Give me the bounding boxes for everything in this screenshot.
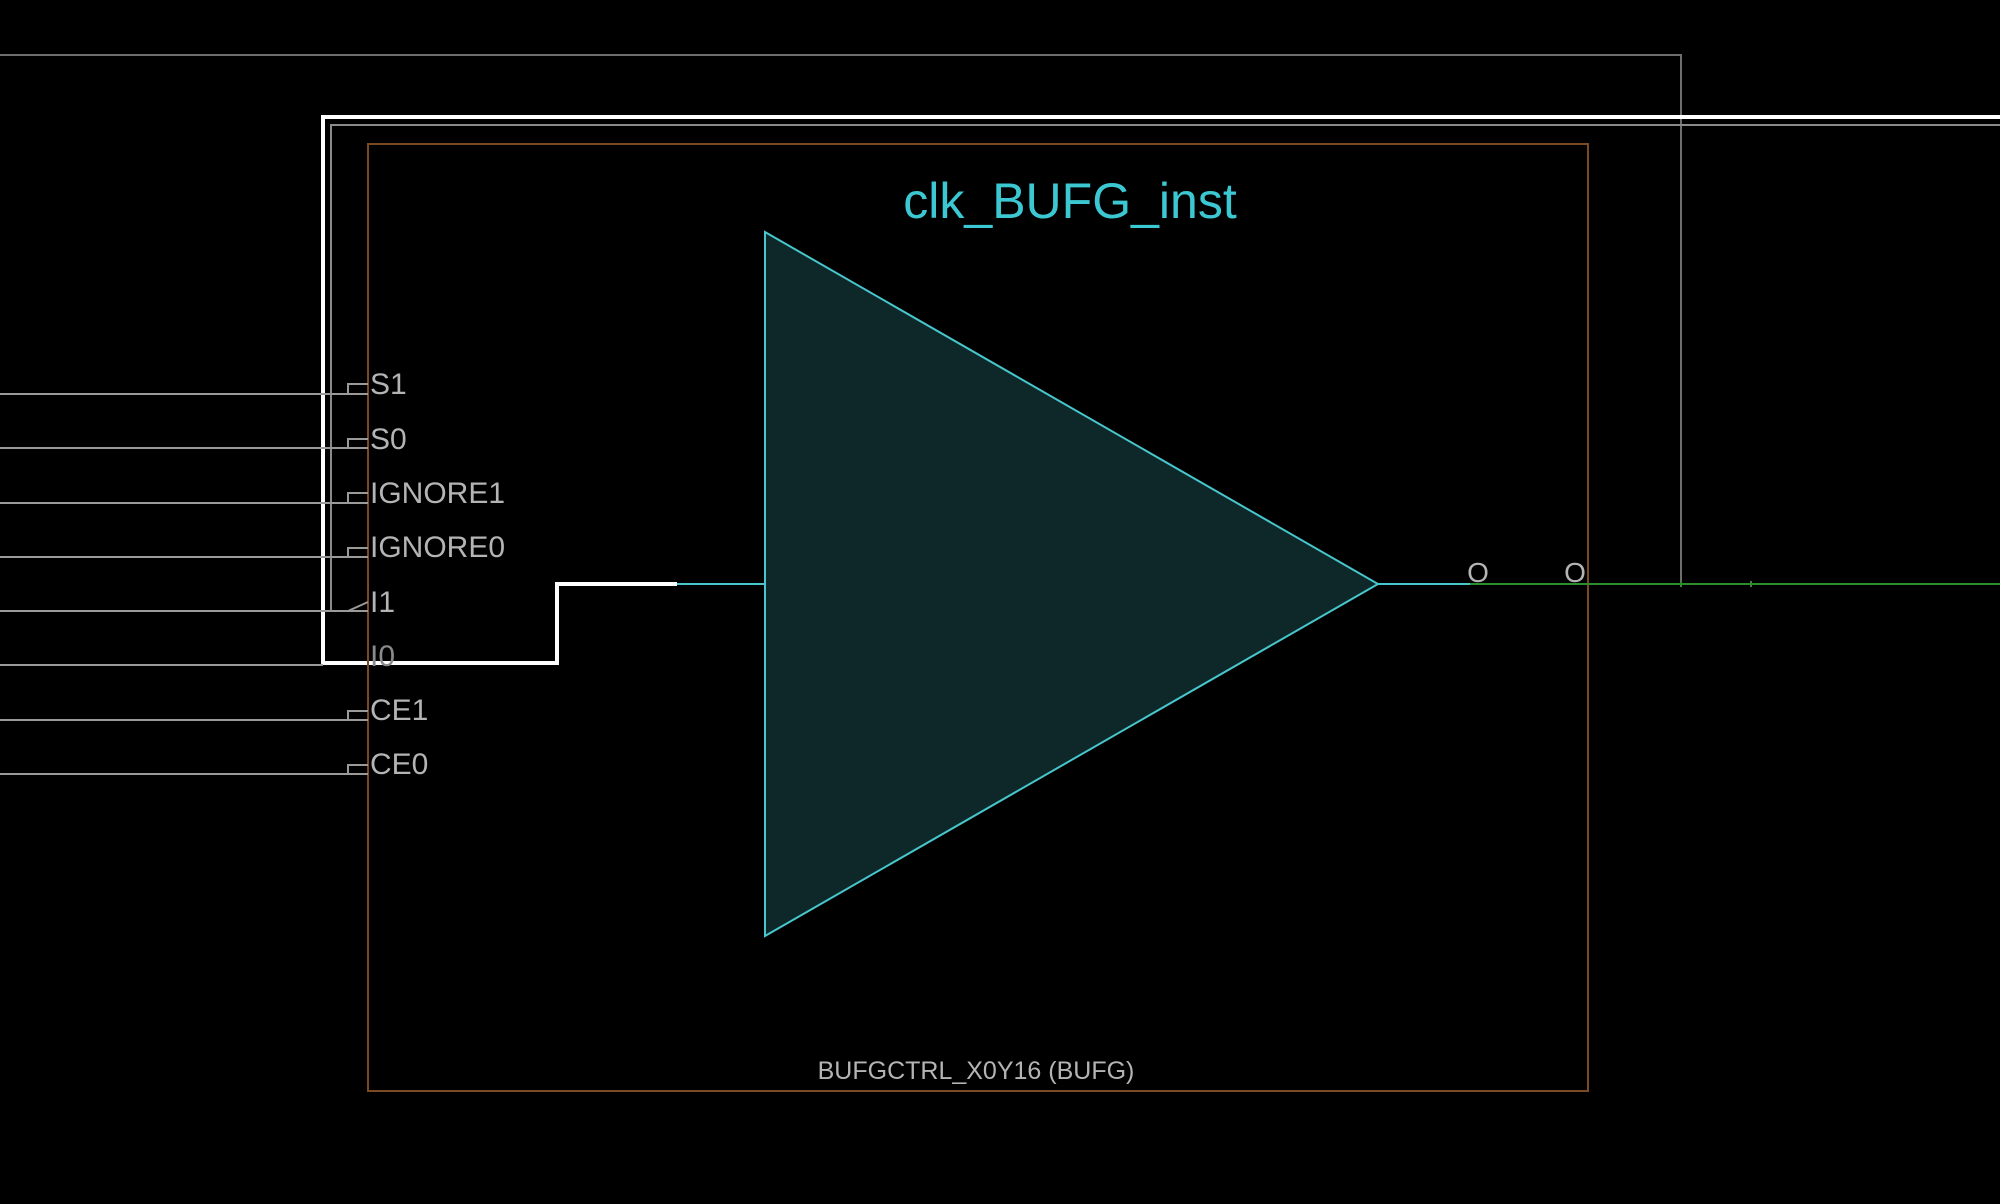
pin-label-s1[interactable]: S1 bbox=[370, 368, 407, 401]
pin-label-i1[interactable]: I1 bbox=[370, 586, 395, 619]
pin-label-i0[interactable]: I0 bbox=[370, 640, 395, 673]
highlighted-net-outer[interactable] bbox=[321, 115, 2000, 665]
buffer-triangle-icon[interactable] bbox=[764, 230, 1381, 938]
wire-i1[interactable] bbox=[0, 601, 369, 612]
input-wires bbox=[0, 383, 369, 775]
input-pin-labels: S1 S0 IGNORE1 IGNORE0 I1 I0 CE1 CE0 bbox=[370, 368, 505, 781]
wire-ce0[interactable] bbox=[0, 764, 368, 775]
cell-site-label[interactable]: BUFGCTRL_X0Y16 (BUFG) bbox=[818, 1057, 1135, 1085]
pin-label-ce0[interactable]: CE0 bbox=[370, 748, 428, 781]
wire-s1[interactable] bbox=[0, 383, 368, 395]
wire-ce1[interactable] bbox=[0, 710, 368, 721]
output-net-label[interactable]: O bbox=[1564, 557, 1586, 588]
cell-title[interactable]: clk_BUFG_inst bbox=[903, 173, 1237, 229]
wire-s0[interactable] bbox=[0, 438, 368, 449]
outer-boundary-wire bbox=[0, 54, 1682, 584]
wire-ignore1[interactable] bbox=[0, 492, 368, 504]
wire-ignore0[interactable] bbox=[0, 547, 368, 558]
pin-label-ignore0[interactable]: IGNORE0 bbox=[370, 531, 505, 564]
pin-stubs bbox=[348, 393, 368, 775]
pin-label-ignore1[interactable]: IGNORE1 bbox=[370, 477, 505, 510]
cell-boundary[interactable] bbox=[367, 143, 1589, 1092]
output-pin-label[interactable]: O bbox=[1467, 557, 1489, 588]
pin-label-ce1[interactable]: CE1 bbox=[370, 694, 428, 727]
pin-label-s0[interactable]: S0 bbox=[370, 423, 407, 456]
